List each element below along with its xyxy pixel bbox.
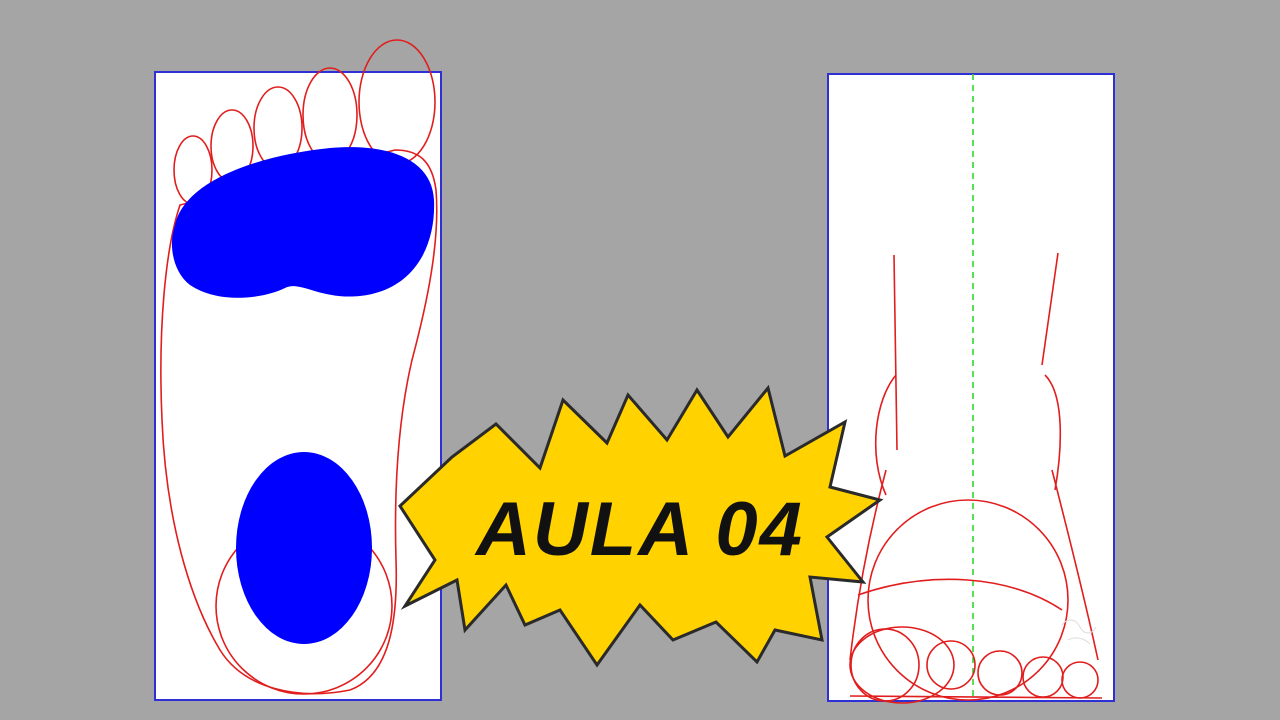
leg-right-contour <box>1041 252 1059 366</box>
front-toe-third <box>977 650 1023 696</box>
forefoot-pressure-area <box>171 147 435 298</box>
front-view-panel <box>827 73 1115 704</box>
instep-circle <box>867 499 1069 701</box>
foot-right-side <box>1051 469 1099 661</box>
lesson-badge: AULA 04 <box>398 384 884 668</box>
foot-left-side <box>849 469 887 661</box>
front-view-frame <box>827 73 1115 702</box>
burst-shape <box>398 384 884 668</box>
leg-left-contour <box>893 254 898 451</box>
front-toe-big-overlap <box>849 626 955 704</box>
sole-panel <box>154 39 442 701</box>
foot-arch-curve <box>857 578 1063 611</box>
front-toe-second <box>926 640 976 690</box>
heel-pressure-area <box>236 452 372 644</box>
sole-outline <box>160 149 438 695</box>
ankle-right <box>1044 374 1062 491</box>
faint-mark <box>1061 619 1097 645</box>
front-sole-line <box>849 695 1103 699</box>
ankle-left <box>874 374 897 496</box>
badge-label: AULA 04 <box>474 487 804 572</box>
